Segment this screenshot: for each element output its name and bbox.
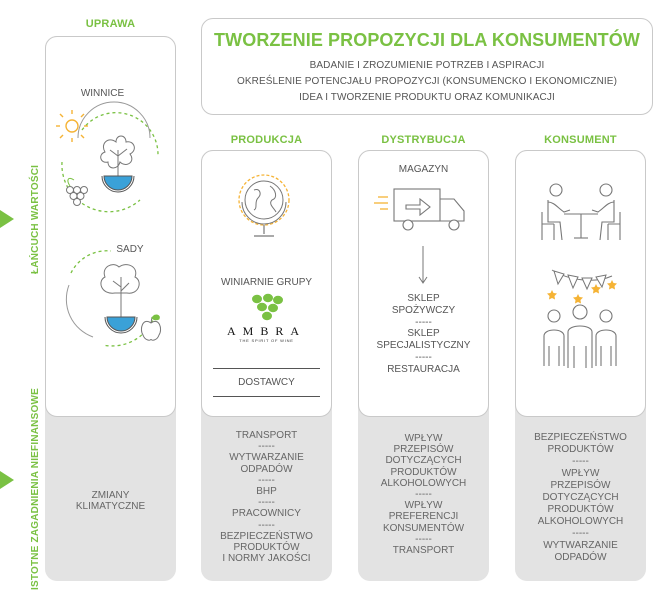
dostawcy-bottom-rule <box>213 396 320 397</box>
winiarnie-label: WINIARNIE GRUPY <box>220 277 313 288</box>
sun-icon <box>56 110 88 142</box>
truck-icon <box>374 188 465 231</box>
outlets-list: SKLEP SPOŻYWCZY ----- SKLEP SPECJALISTYC… <box>376 293 471 375</box>
konsument-card <box>515 150 646 417</box>
globe-icon <box>238 174 290 237</box>
value-chain-label: ŁAŃCUCH WARTOŚCI <box>30 164 41 274</box>
uprawa-heading: UPRAWA <box>85 18 136 30</box>
ambra-grapes-logo <box>252 293 283 321</box>
produkcja-card <box>201 150 332 417</box>
magazyn-label: MAGAZYN <box>398 164 449 175</box>
vineyard-illustration <box>56 101 159 213</box>
ambra-wordmark: AMBRA <box>226 324 306 338</box>
consumer-proposition-title: TWORZENIE PROPOZYCJI DLA KONSUMENTÓW <box>214 30 640 50</box>
party-people-icon <box>543 269 617 368</box>
ambra-tagline: THE SPIRIT OF WINE <box>239 338 294 343</box>
dystrybucja-card <box>358 150 489 417</box>
tree-icon <box>100 264 140 334</box>
uprawa-issues: ZMIANY KLIMATYCZNE <box>75 490 146 513</box>
proposition-line-1: BADANIE I ZROZUMIENIE POTRZEB I ASPIRACJ… <box>309 60 545 71</box>
nonfinancial-issues-label: ISTOTNE ZAGADNIENIA NIEFINANSOWE <box>30 388 41 590</box>
proposition-line-3: IDEA I TWORZENIE PRODUKTU ORAZ KOMUNIKAC… <box>299 92 555 103</box>
apple-icon <box>140 314 162 341</box>
nonfinancial-arrow-icon <box>0 471 14 489</box>
consumer-proposition-box: TWORZENIE PROPOZYCJI DLA KONSUMENTÓW BAD… <box>201 18 653 115</box>
proposition-line-2: OKREŚLENIE POTENCJAŁU PROPOZYCJI (KONSUM… <box>236 76 618 87</box>
konsument-heading: KONSUMENT <box>544 134 617 146</box>
sady-label: SADY <box>116 244 144 255</box>
produkcja-issues: TRANSPORT ----- WYTWARZANIE ODPADÓW ----… <box>220 430 313 565</box>
konsument-issues: BEZPIECZEŃSTWO PRODUKTÓW ----- WPŁYW PRZ… <box>534 432 627 563</box>
orchard-illustration <box>65 250 162 347</box>
uprawa-card <box>45 36 176 417</box>
value-chain-arrow-icon <box>0 210 14 228</box>
dostawcy-top-rule <box>213 368 320 369</box>
dystrybucja-issues: WPŁYW PRZEPISÓW DOTYCZĄCYCH PRODUKTÓW AL… <box>380 433 467 557</box>
dining-people-icon <box>541 183 621 241</box>
grapes-icon <box>66 177 88 206</box>
dystrybucja-heading: DYSTRYBUCJA <box>381 134 466 146</box>
winnice-label: WINNICE <box>80 88 125 99</box>
down-arrow-icon <box>418 246 428 284</box>
vine-icon <box>100 135 135 193</box>
produkcja-heading: PRODUKCJA <box>230 134 303 146</box>
dostawcy-label: DOSTAWCY <box>238 377 295 388</box>
